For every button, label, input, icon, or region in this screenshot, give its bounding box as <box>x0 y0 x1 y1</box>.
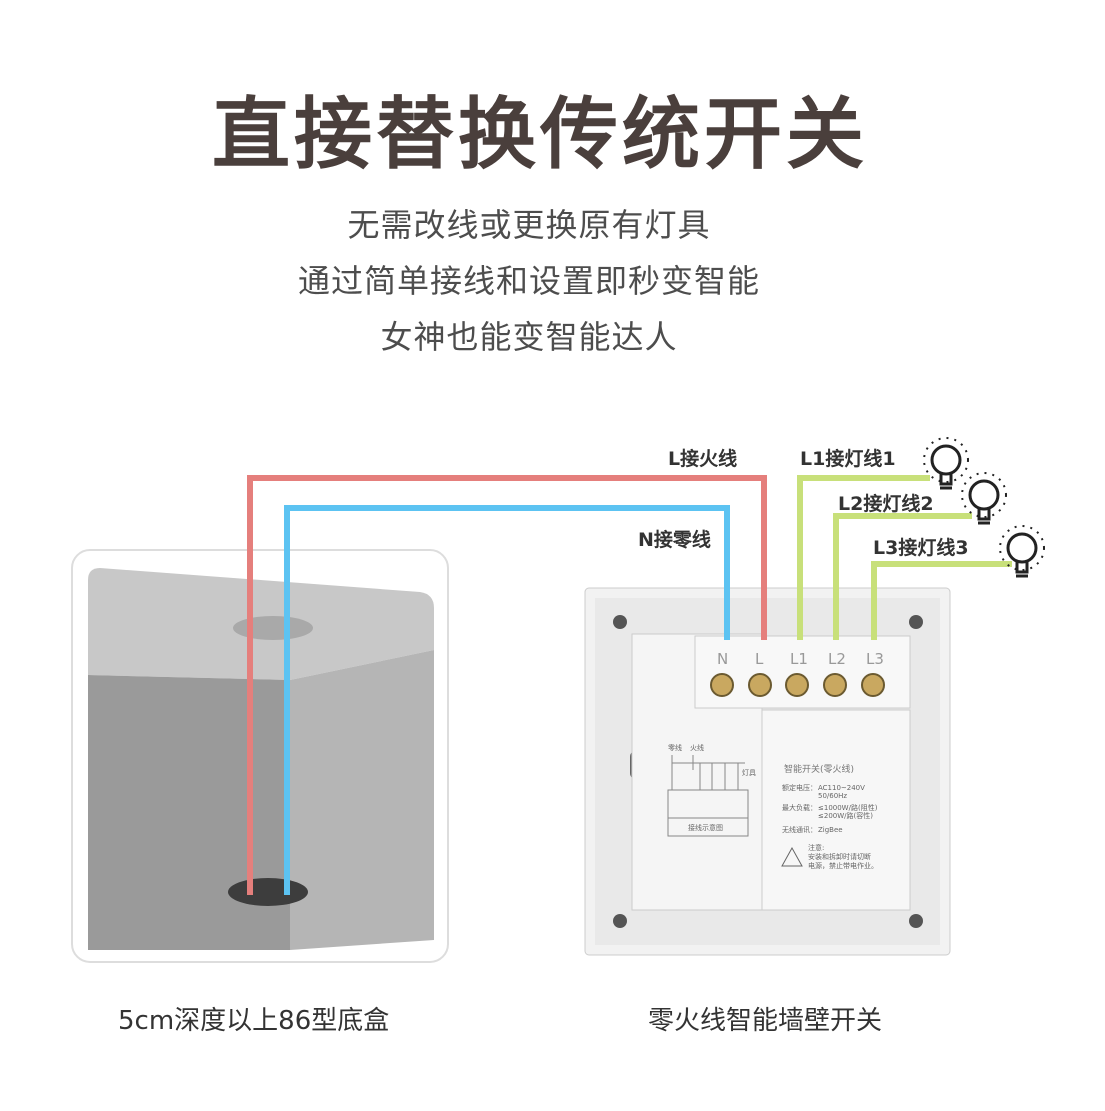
live-wire <box>247 475 767 895</box>
svg-text:AC110~240V: AC110~240V <box>818 784 865 792</box>
svg-text:最大负载：: 最大负载： <box>782 803 817 812</box>
subtitle-line-2: 通过简单接线和设置即秒变智能 <box>297 262 760 300</box>
svg-text:无线通讯：: 无线通讯： <box>782 825 817 834</box>
terminal-screw <box>748 673 772 697</box>
bulb-icon <box>961 472 1007 525</box>
live-wire-label: L接火线 <box>668 447 737 470</box>
subtitle-line-3: 女神也能变智能达人 <box>380 318 678 356</box>
svg-text:额定电压：: 额定电压： <box>782 783 817 792</box>
terminal-label-l2: L2 <box>828 650 846 668</box>
l2-wire-label: L2接灯线2 <box>838 492 934 515</box>
terminal-label-l: L <box>755 650 764 668</box>
bulb-icon <box>999 525 1045 578</box>
switch-name: 智能开关(零火线) <box>784 763 854 775</box>
neutral-wire-label: N接零线 <box>638 528 711 551</box>
terminal-screw <box>785 673 809 697</box>
page-title: 直接替换传统开关 <box>211 90 868 180</box>
l3-wire <box>871 561 1012 640</box>
svg-text:零线: 零线 <box>668 743 682 752</box>
svg-text:安装和拆卸时请切断: 安装和拆卸时请切断 <box>808 852 871 861</box>
switch-caption: 零火线智能墙壁开关 <box>648 1006 883 1036</box>
svg-text:ZigBee: ZigBee <box>818 826 843 834</box>
svg-text:接线示意图: 接线示意图 <box>688 823 723 832</box>
svg-text:灯具: 灯具 <box>742 768 756 777</box>
bulb-icon <box>923 437 969 490</box>
neutral-wire <box>284 505 730 895</box>
mini-wiring-diagram <box>667 755 749 837</box>
terminal-screw <box>861 673 885 697</box>
subtitle-line-1: 无需改线或更换原有灯具 <box>347 206 711 244</box>
terminal-label-l3: L3 <box>866 650 884 668</box>
svg-text:50/60Hz: 50/60Hz <box>818 792 847 800</box>
svg-text:注意:: 注意: <box>808 843 824 852</box>
terminal-label-l1: L1 <box>790 650 808 668</box>
switch-back: N L L1 L2 L3 零线 火线 灯具 接线示意图 智能开关(零火线) 额定… <box>584 587 951 956</box>
wall-box-caption: 5cm深度以上86型底盒 <box>118 1006 390 1036</box>
l3-wire-label: L3接灯线3 <box>873 536 969 559</box>
wall-box <box>71 549 449 963</box>
l1-wire-label: L1接灯线1 <box>800 447 896 470</box>
warning-icon <box>781 846 803 867</box>
svg-text:火线: 火线 <box>690 743 704 752</box>
terminal-label-n: N <box>717 650 728 668</box>
l1-wire <box>797 475 930 640</box>
svg-text:≤200W/路(容性): ≤200W/路(容性) <box>818 811 873 820</box>
terminal-screw <box>823 673 847 697</box>
l2-wire <box>833 513 972 640</box>
svg-text:≤1000W/路(阻性): ≤1000W/路(阻性) <box>818 803 878 812</box>
svg-text:电源，禁止带电作业。: 电源，禁止带电作业。 <box>808 861 878 870</box>
terminal-screw <box>710 673 734 697</box>
